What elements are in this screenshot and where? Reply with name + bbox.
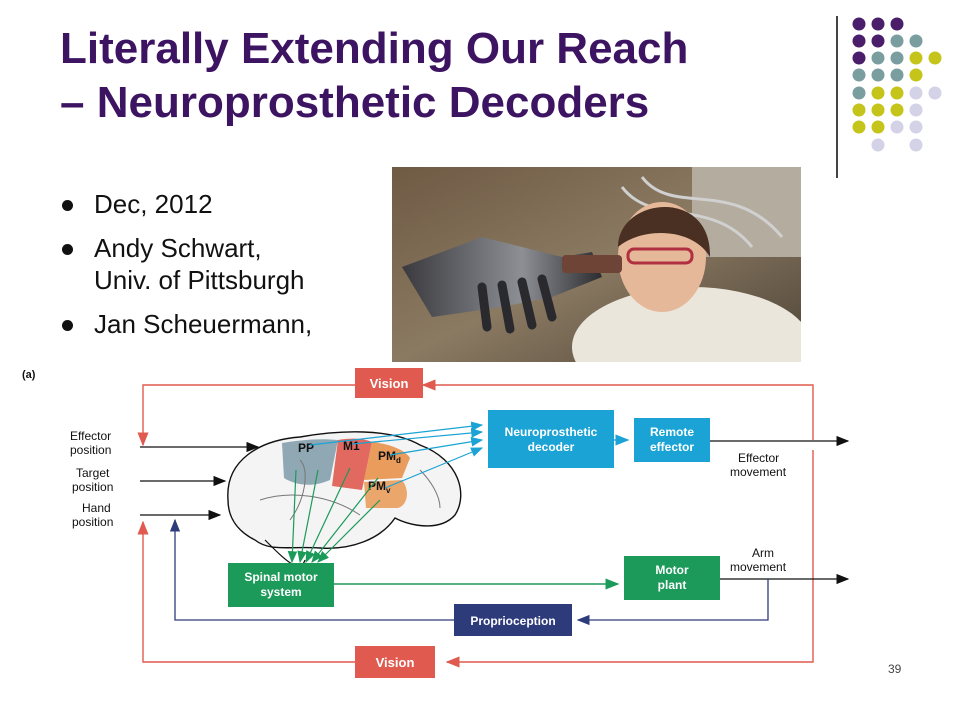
input-hand-position: Hand position <box>72 501 222 529</box>
svg-text:Spinal motor: Spinal motor <box>244 570 318 584</box>
dot-row-8 <box>871 138 923 152</box>
vision-box-bottom: Vision <box>355 646 435 678</box>
brain-label-pmv: PMv <box>368 479 391 495</box>
svg-text:Hand: Hand <box>82 501 111 515</box>
brain-label-m1: M1 <box>343 439 360 453</box>
proprioception-paths <box>169 518 769 626</box>
svg-text:Remote: Remote <box>650 425 694 439</box>
spinal-motor-system-box: Spinal motor system <box>228 563 334 607</box>
title-line-1: Literally Extending Our Reach <box>60 24 689 73</box>
dot-row-3 <box>852 51 942 65</box>
decorative-dot-grid <box>852 17 942 152</box>
svg-text:decoder: decoder <box>528 440 575 454</box>
bullet-text: Jan Scheuermann, <box>94 309 313 339</box>
neuroprosthetic-decoder-box: Neuroprosthetic decoder <box>488 410 614 468</box>
bullet-list: Dec, 2012 Andy Schwart,Univ. of Pittsbur… <box>62 188 312 352</box>
input-target-position: Target position <box>72 466 227 494</box>
svg-text:Target: Target <box>76 466 110 480</box>
arm-movement-label-1: Arm <box>752 546 774 560</box>
brain-label-pp: PP <box>298 441 314 455</box>
arm-movement-label-2: movement <box>730 560 787 574</box>
svg-text:Proprioception: Proprioception <box>470 614 555 628</box>
dot-row-6 <box>852 103 923 117</box>
proprioception-box: Proprioception <box>454 604 572 636</box>
motor-plant-box: Motor plant <box>624 556 720 600</box>
decoder-signal-arrows <box>309 421 484 489</box>
bullet-item: Dec, 2012 <box>62 188 312 220</box>
slide-number: 39 <box>888 662 902 676</box>
title-line-2: – Neuroprosthetic Decoders <box>60 78 650 127</box>
bullet-text: Andy Schwart, <box>94 233 262 263</box>
panel-label: (a) <box>22 369 36 381</box>
bullet-subtext: Univ. of Pittsburgh <box>94 265 305 295</box>
photo-robotic-fingers <box>477 274 557 334</box>
photo-glasses <box>626 247 694 265</box>
svg-text:position: position <box>72 480 113 494</box>
dot-row-2 <box>852 34 923 48</box>
svg-text:system: system <box>260 585 301 599</box>
vision-box-top: Vision <box>355 368 423 398</box>
photo-person-body <box>572 287 801 362</box>
svg-text:Motor: Motor <box>655 563 689 577</box>
dot-row-4 <box>852 68 923 82</box>
brain-illustration: PP M1 PMd PMv <box>227 431 462 567</box>
dot-row-7 <box>852 120 923 134</box>
vision-bottom-label: Vision <box>376 655 415 670</box>
bullet-item: Jan Scheuermann, <box>62 308 312 340</box>
photo-arm-highlight <box>562 255 622 273</box>
svg-text:position: position <box>72 515 113 529</box>
title-divider <box>836 16 838 178</box>
vision-feedback-paths <box>137 379 814 668</box>
effector-movement-label-1: Effector <box>738 451 779 465</box>
spinal-signal-arrows <box>287 467 381 564</box>
bullet-text: Dec, 2012 <box>94 189 213 219</box>
effector-movement-label-2: movement <box>730 465 787 479</box>
svg-text:plant: plant <box>658 578 687 592</box>
remote-effector-box: Remote effector <box>634 418 710 462</box>
svg-text:position: position <box>70 443 111 457</box>
dot-row-5 <box>852 86 942 100</box>
input-effector-position: Effector position <box>70 429 260 457</box>
svg-text:Neuroprosthetic: Neuroprosthetic <box>505 425 598 439</box>
svg-text:Effector: Effector <box>70 429 111 443</box>
photo-person-hair <box>618 207 711 257</box>
neuroprosthetic-diagram: (a) Vision Vision Effector position Targ… <box>22 368 850 678</box>
bullet-item: Andy Schwart,Univ. of Pittsburgh <box>62 232 312 296</box>
brain-label-pmd: PMd <box>378 449 401 465</box>
svg-text:effector: effector <box>650 440 694 454</box>
vision-top-label: Vision <box>370 376 409 391</box>
photo-robotic-arm-shape <box>402 237 602 317</box>
dot-row-1 <box>852 17 904 31</box>
photo-robotic-arm <box>392 167 801 362</box>
slide-title: Literally Extending Our Reach – Neuropro… <box>60 22 820 130</box>
